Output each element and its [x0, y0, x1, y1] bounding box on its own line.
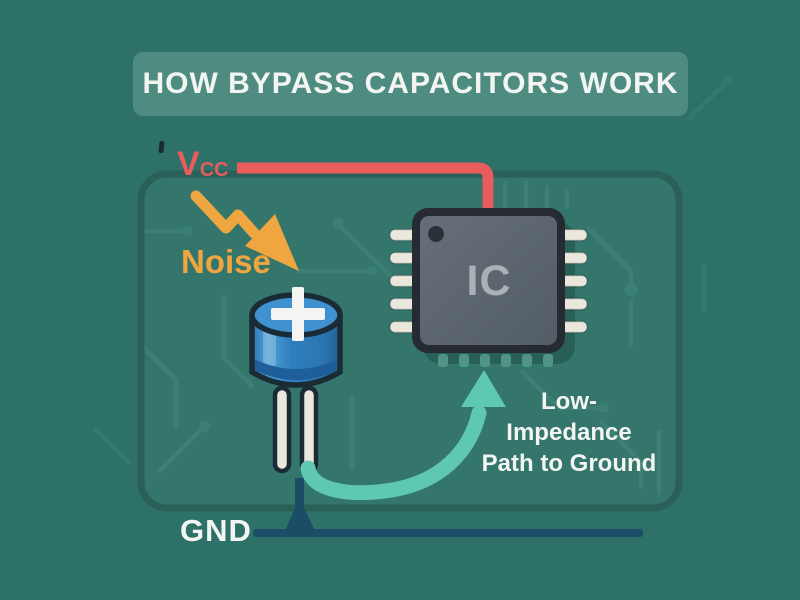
pin1-dot-icon [428, 226, 444, 242]
title-banner: HOW BYPASS CAPACITORS WORK [133, 52, 688, 116]
bypass-path-arrow-icon [300, 370, 506, 501]
gnd-label: GND [180, 513, 252, 548]
capacitor-icon [249, 287, 343, 388]
noise-arrow-icon [190, 190, 299, 271]
circuit-traces-icon [144, 180, 662, 496]
low-impedance-label: Low- Impedance Path to Ground [481, 388, 657, 477]
circuit-traces-outer-icon [93, 75, 734, 465]
ic-label: IC [466, 257, 512, 305]
ic-chip-icon [389, 208, 588, 367]
wire-start-tick [158, 141, 165, 154]
ic-left-pins [389, 228, 417, 334]
noise-label: Noise [181, 243, 271, 280]
plus-icon [271, 287, 325, 341]
page-title: HOW BYPASS CAPACITORS WORK [142, 67, 679, 100]
ic-bottom-stubs [438, 354, 553, 367]
gnd-rail-icon [253, 478, 643, 537]
vcc-wire-icon [237, 162, 494, 213]
content-panel-border [137, 170, 683, 512]
